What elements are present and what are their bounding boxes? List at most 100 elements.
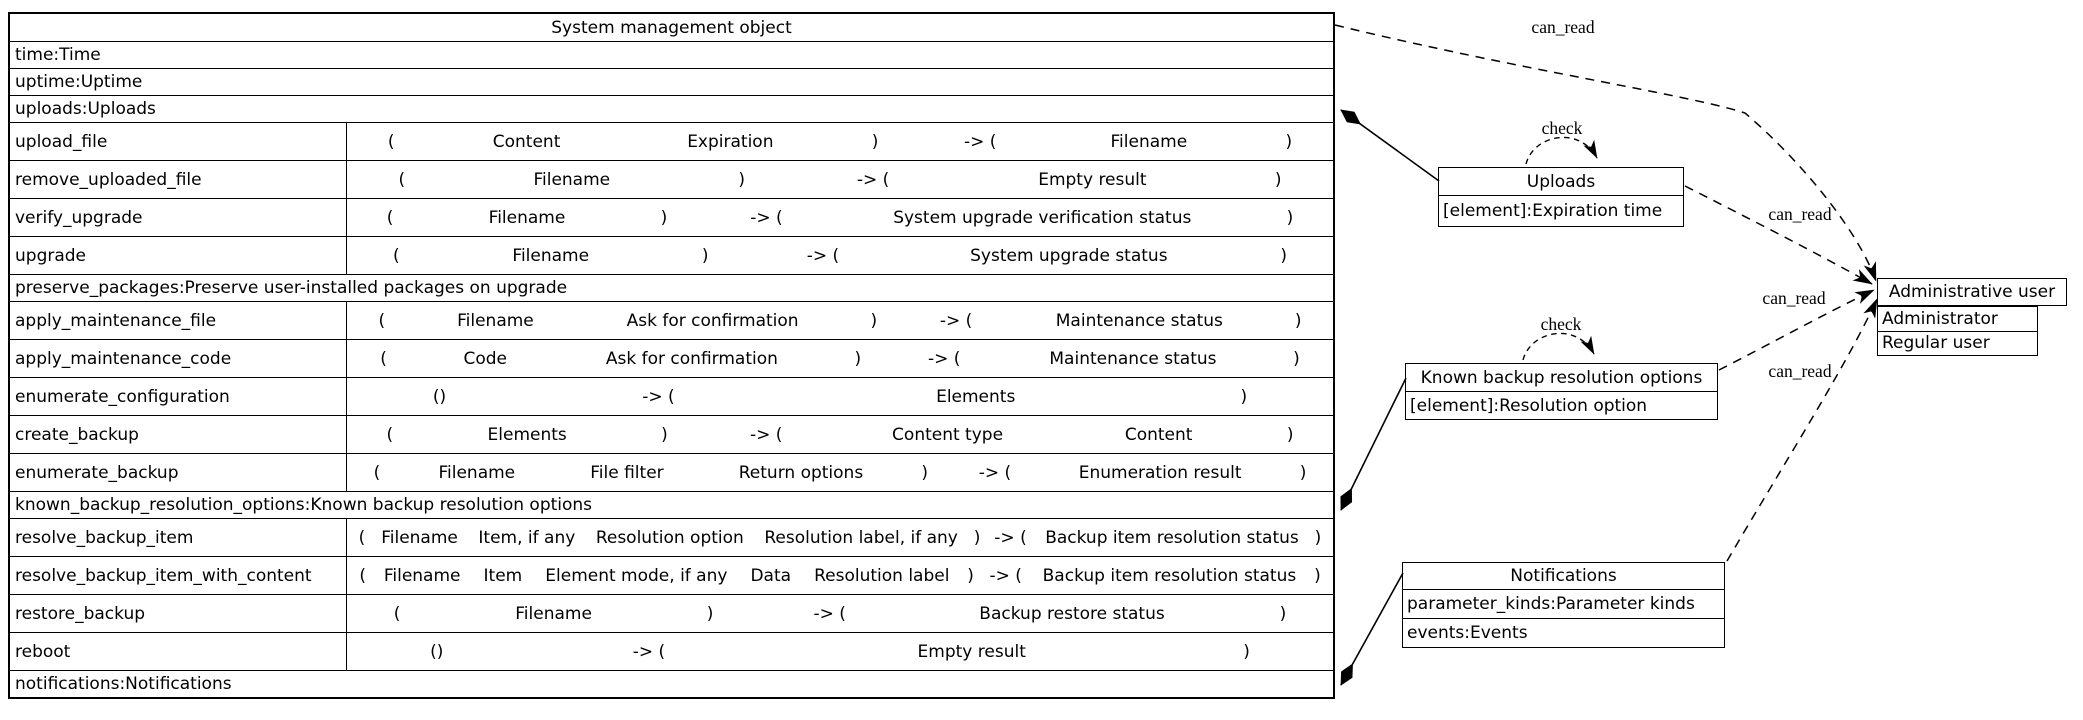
close-paren-token: ) (1294, 310, 1302, 331)
param-token: Return options (738, 462, 864, 483)
open-paren-token: ( (359, 565, 366, 586)
class-node-known-backup-resolution-options: Known backup resolution options [element]… (1405, 363, 1718, 420)
method-row: reboot()-> (Empty result) (10, 632, 1333, 670)
method-name: apply_maintenance_file (10, 302, 347, 339)
arrow-token: -> ( (939, 310, 973, 331)
result-token: Maintenance status (1049, 348, 1217, 369)
param-token: Filename (381, 527, 458, 548)
result-token: Empty result (1038, 169, 1147, 190)
close-paren-token: ) (973, 527, 981, 548)
arrow-token: -> ( (750, 424, 783, 445)
param-token: Filename (512, 245, 590, 266)
param-token: Content (492, 131, 561, 152)
close-paren-token: ) (871, 131, 879, 152)
arrow-token: -> ( (856, 169, 890, 190)
edge-label-can-read-known: can_read (1762, 288, 1825, 308)
method-name: restore_backup (10, 595, 347, 632)
result-token: Maintenance status (1055, 310, 1223, 331)
close-paren-token: ) (1286, 424, 1294, 445)
class-node-administrative-user: Administrative user (1877, 278, 2067, 306)
method-row: verify_upgrade(Filename)-> (System upgra… (10, 198, 1333, 236)
method-row: restore_backup(Filename)-> (Backup resto… (10, 594, 1333, 632)
attribute-row: uploads:Uploads (10, 95, 1333, 122)
param-token: Filename (533, 169, 611, 190)
method-signature: ()-> (Empty result) (347, 633, 1333, 670)
method-name: upgrade (10, 237, 347, 274)
result-token: Filename (1110, 131, 1188, 152)
close-paren-token: ) (1285, 131, 1293, 152)
close-paren-token: ) (1314, 565, 1321, 586)
method-name: resolve_backup_item (10, 519, 347, 556)
open-paren-token: ( (387, 131, 395, 152)
close-paren-token: ) (967, 565, 974, 586)
class-title: System management object (551, 17, 792, 38)
method-row: remove_uploaded_file(Filename)-> (Empty … (10, 160, 1333, 198)
attribute-row: [element]:Resolution option (1406, 391, 1717, 419)
close-paren-token: ) (701, 245, 709, 266)
result-token: Elements (936, 386, 1016, 407)
empty-parens-token: () (432, 386, 447, 407)
param-token: Filename (457, 310, 534, 331)
result-token: System upgrade status (970, 245, 1168, 266)
close-paren-token: ) (1286, 207, 1294, 228)
close-paren-token: ) (1293, 348, 1300, 369)
actor-variant-row: Administrator (1882, 308, 1998, 329)
arrow-token: -> ( (806, 245, 840, 266)
class-node-uploads: Uploads[element]:Expiration time (1438, 167, 1684, 227)
close-paren-token: ) (1280, 245, 1287, 266)
arrow-token: -> ( (989, 565, 1022, 586)
param-token: Resolution option (595, 527, 744, 548)
param-token: File filter (590, 462, 664, 483)
open-paren-token: ( (393, 603, 401, 624)
edge-label-can-read-uploads: can_read (1768, 204, 1831, 224)
close-paren-token: ) (1299, 462, 1307, 483)
open-paren-token: ( (378, 310, 386, 331)
param-token: Data (750, 565, 792, 586)
open-paren-token: ( (386, 424, 394, 445)
edge-can-read-known-to-admin (1718, 289, 1875, 371)
close-paren-token: ) (921, 462, 929, 483)
edge-label-check-known: check (1541, 314, 1582, 334)
param-token: Code (463, 348, 508, 369)
close-paren-token: ) (738, 169, 746, 190)
arrow-token: -> ( (963, 131, 997, 152)
attribute-text: preserve_packages:Preserve user-installe… (15, 278, 568, 298)
result-token: System upgrade verification status (893, 207, 1192, 228)
param-token: Element mode, if any (545, 565, 728, 586)
edge-label-check-uploads: check (1542, 118, 1583, 138)
open-paren-token: ( (386, 207, 394, 228)
method-row: upgrade(Filename)-> (System upgrade stat… (10, 236, 1333, 274)
attribute-text: uploads:Uploads (15, 99, 156, 119)
param-token: Filename (438, 462, 516, 483)
result-token: Backup restore status (979, 603, 1165, 624)
class-title: Uploads (1526, 171, 1596, 192)
attribute-text: time:Time (15, 45, 101, 65)
edge-check-uploads-self (1525, 136, 1598, 165)
method-name: verify_upgrade (10, 199, 347, 236)
attribute-row: notifications:Notifications (10, 670, 1333, 697)
method-signature: ()-> (Elements) (347, 378, 1333, 415)
method-name: resolve_backup_item_with_content (10, 557, 347, 594)
edge-check-known-self (1522, 332, 1595, 361)
class-title: Known backup resolution options (1420, 367, 1703, 388)
method-name: create_backup (10, 416, 347, 453)
arrow-token: -> ( (994, 527, 1027, 548)
edge-contains-known-backup-resolution-options (1340, 377, 1407, 511)
result-token: Backup item resolution status (1042, 565, 1297, 586)
close-paren-token: ) (1314, 527, 1322, 548)
arrow-token: -> ( (632, 641, 666, 662)
class-title: Notifications (1510, 566, 1617, 586)
param-token: Resolution label (814, 565, 950, 586)
edge-contains-uploads (1340, 109, 1440, 182)
